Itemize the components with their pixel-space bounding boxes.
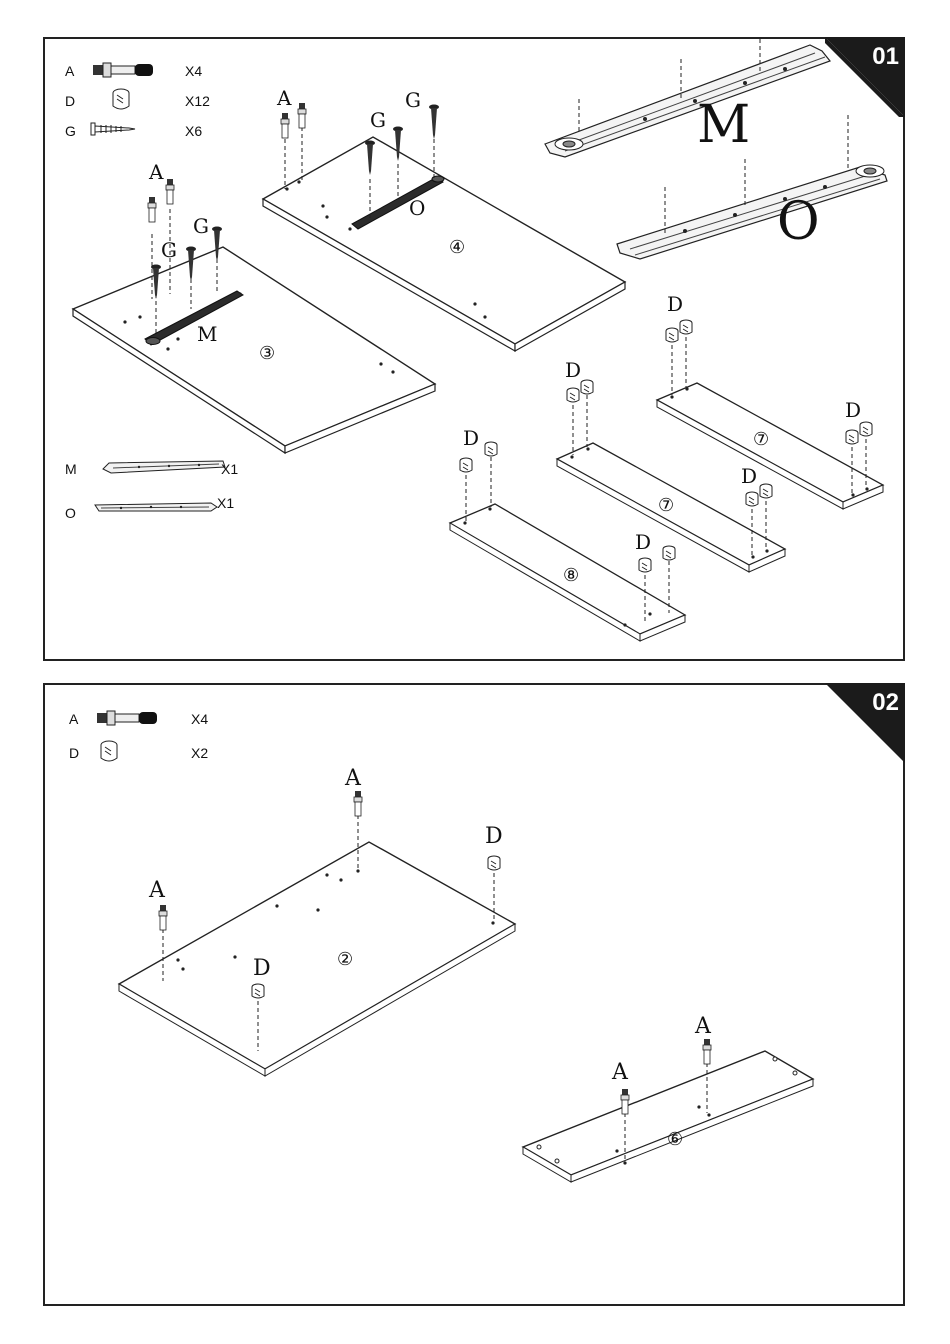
cam-group-8-left: D (460, 426, 497, 521)
callout-g: G (161, 238, 177, 262)
callout-d: D (463, 426, 479, 450)
board-6: ⑥ (523, 1051, 813, 1182)
callout-m: M (197, 322, 217, 346)
callout-a: A (148, 160, 164, 184)
panel-label-4: ④ (449, 237, 465, 258)
callout-d: D (635, 530, 651, 554)
callout-d: D (741, 464, 757, 488)
panel-label-7a: ⑦ (658, 495, 674, 516)
callout-a: A (611, 1060, 629, 1085)
callout-g: G (405, 88, 421, 112)
rail-label-m: M (697, 95, 750, 155)
step-02-panel: 02 A X4 D X2 (43, 683, 905, 1306)
panel-label-6: ⑥ (667, 1129, 683, 1150)
step-01-panel: 01 A X4 D X12 G X6 M (43, 37, 905, 661)
callout-d: D (845, 398, 861, 422)
callout-d: D (253, 956, 271, 981)
callout-g: G (193, 214, 209, 238)
callout-a: A (148, 878, 166, 903)
callout-a: A (276, 86, 292, 110)
cam-group-7b-left: D (666, 292, 692, 395)
step-02-illustration: ② A A D D ⑥ A A (45, 685, 907, 1308)
panel-label-2: ② (337, 949, 353, 970)
step-01-illustration: ③ M A G G ④ O (45, 39, 907, 663)
callout-o: O (409, 196, 425, 220)
callout-d: D (565, 358, 581, 382)
panel-label-8: ⑧ (563, 565, 579, 586)
callout-a: A (344, 766, 362, 791)
panel-label-3: ③ (259, 343, 275, 364)
callout-g: G (370, 108, 386, 132)
board-2: ② (119, 842, 515, 1076)
callout-d: D (485, 824, 503, 849)
cam-group-7a-left: D (565, 358, 593, 455)
board-3: ③ M (73, 247, 435, 453)
callout-a: A (694, 1014, 712, 1039)
rail-m-detail: M (545, 39, 830, 157)
rail-o-detail: O (617, 115, 887, 259)
panel-label-7b: ⑦ (753, 429, 769, 450)
board-8: ⑧ (450, 504, 685, 641)
callout-d: D (667, 292, 683, 316)
rail-label-o: O (777, 192, 820, 252)
